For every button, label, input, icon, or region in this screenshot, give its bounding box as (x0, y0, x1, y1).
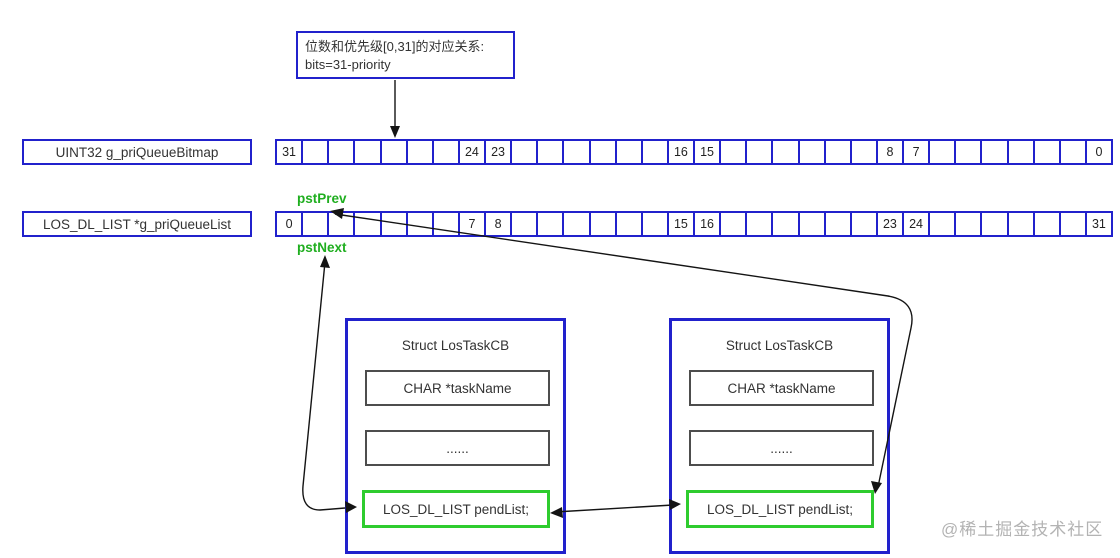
bitmap-bit-cell (771, 139, 800, 165)
queue-row-label: LOS_DL_LIST *g_priQueueList (22, 211, 252, 237)
bitmap-bit-cell (928, 139, 957, 165)
queue-bit-cell (823, 211, 852, 237)
bitmap-bit-cell (849, 139, 878, 165)
queue-bit-cell (510, 211, 539, 237)
queue-bit-cell (536, 211, 565, 237)
bitmap-bit-cell (797, 139, 826, 165)
queue-bit-cell: 16 (693, 211, 722, 237)
task-struct-box-1: Struct LosTaskCB CHAR *taskName ...... L… (345, 318, 566, 554)
annotation-box: 位数和优先级[0,31]的对应关系: bits=31-priority (296, 31, 515, 79)
bitmap-bit-cell: 23 (484, 139, 513, 165)
bitmap-bit-cell (353, 139, 382, 165)
bitmap-bit-cell: 15 (693, 139, 722, 165)
bitmap-bit-cell (823, 139, 852, 165)
annotation-line1: 位数和优先级[0,31]的对应关系: (305, 39, 485, 54)
task1-field-taskname: CHAR *taskName (365, 370, 550, 406)
bitmap-bit-cell (640, 139, 669, 165)
watermark-text: @稀土掘金技术社区 (941, 520, 1104, 539)
task-struct-box-2: Struct LosTaskCB CHAR *taskName ...... L… (669, 318, 890, 554)
bitmap-bit-cell (614, 139, 643, 165)
bitmap-bit-cell (431, 139, 460, 165)
queue-bit-cell: 7 (457, 211, 486, 237)
queue-bit-cell (1006, 211, 1035, 237)
bitmap-bit-cell: 16 (666, 139, 695, 165)
bitmap-bit-cell (719, 139, 748, 165)
queue-bit-cell (301, 211, 330, 237)
task1-field-pendlist: LOS_DL_LIST pendList; (362, 490, 550, 528)
bitmap-bit-cell (1006, 139, 1035, 165)
bitmap-row-label: UINT32 g_priQueueBitmap (22, 139, 252, 165)
bitmap-bit-cell: 24 (457, 139, 486, 165)
bitmap-bit-cell (1058, 139, 1087, 165)
bitmap-bit-cell (954, 139, 983, 165)
task2-title: Struct LosTaskCB (725, 338, 834, 353)
bitmap-bit-cell: 7 (902, 139, 931, 165)
bitmap-bit-cell (562, 139, 591, 165)
bitmap-bit-cell (301, 139, 330, 165)
queue-bit-cell (745, 211, 774, 237)
queue-bit-cell (1058, 211, 1087, 237)
queue-bit-cell (980, 211, 1009, 237)
queue-bit-cell: 15 (666, 211, 695, 237)
queue-bit-cell (327, 211, 356, 237)
queue-bit-cell (771, 211, 800, 237)
queue-bit-cell (640, 211, 669, 237)
bitmap-bit-cell (745, 139, 774, 165)
queue-bit-cell (405, 211, 434, 237)
queue-bit-cell (928, 211, 957, 237)
queue-bit-cell (614, 211, 643, 237)
queue-bit-cell: 23 (875, 211, 904, 237)
bitmap-bit-cell: 8 (875, 139, 904, 165)
queue-bit-cell (797, 211, 826, 237)
bitmap-bit-cell: 0 (1084, 139, 1113, 165)
task2-field-taskname: CHAR *taskName (689, 370, 874, 406)
queue-bit-cell: 24 (902, 211, 931, 237)
bitmap-bit-cell (1032, 139, 1061, 165)
queue-bit-cell (353, 211, 382, 237)
bitmap-bit-cell (536, 139, 565, 165)
queue-bit-cell (719, 211, 748, 237)
bitmap-bit-cell (379, 139, 408, 165)
pstnext-connector (302, 261, 346, 511)
queue-bit-cell: 31 (1084, 211, 1113, 237)
queue-bit-cell: 0 (275, 211, 304, 237)
queue-bit-cell (379, 211, 408, 237)
task2-field-pendlist: LOS_DL_LIST pendList; (686, 490, 874, 528)
queue-bit-cell (562, 211, 591, 237)
task1-field-ellipsis: ...... (365, 430, 550, 466)
annotation-line2: bits=31-priority (305, 57, 391, 72)
bitmap-bit-cell (588, 139, 617, 165)
bitmap-bit-cell (510, 139, 539, 165)
queue-bit-cell (954, 211, 983, 237)
bitmap-bit-cell: 31 (275, 139, 304, 165)
annotation-arrowhead (390, 126, 400, 138)
queue-bit-cell: 8 (484, 211, 513, 237)
pstprev-label: pstPrev (297, 191, 347, 206)
task2-field-ellipsis: ...... (689, 430, 874, 466)
pstnext-label: pstNext (297, 240, 347, 255)
bitmap-bit-cell (327, 139, 356, 165)
queue-bit-cell (849, 211, 878, 237)
bitmap-bit-cell (405, 139, 434, 165)
queue-bit-cell (588, 211, 617, 237)
queue-bit-cell (1032, 211, 1061, 237)
pstnext-arrowhead-up (320, 255, 330, 268)
pendlist-link (554, 504, 674, 513)
queue-bit-cell (431, 211, 460, 237)
bitmap-bit-cell (980, 139, 1009, 165)
task1-title: Struct LosTaskCB (401, 338, 510, 353)
